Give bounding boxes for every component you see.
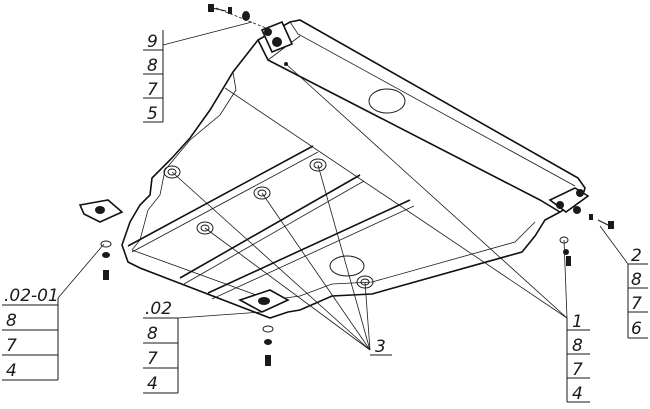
leader-1c <box>563 239 568 319</box>
boss-2 <box>253 186 271 200</box>
callout-7-right: 7 <box>631 294 642 314</box>
leader-02-01 <box>57 243 105 299</box>
bolt-bottom <box>265 355 271 366</box>
fasteners-lower-right <box>559 236 571 266</box>
bracket-right-bolt-1 <box>576 189 584 197</box>
left-bend <box>131 71 237 251</box>
callout-1: 1 <box>572 312 583 332</box>
callout-stack-top-left: 9 8 7 5 <box>143 30 164 124</box>
bolt-lr <box>566 256 571 266</box>
boss-4 <box>196 221 214 235</box>
callout-7-br: 7 <box>572 360 583 380</box>
callout-6: 6 <box>631 319 642 339</box>
callout-8-br: 8 <box>572 336 583 356</box>
bracket-top <box>260 20 294 66</box>
bracket-bottom-bolt <box>258 297 270 305</box>
bracket-right-washer <box>573 206 581 214</box>
rib-3-edge <box>211 205 415 300</box>
bracket-top-bolt <box>272 37 282 47</box>
callout-center: 3 <box>370 337 392 357</box>
fasteners-right <box>589 214 614 229</box>
washer-bottom-1 <box>262 325 274 333</box>
callout-9: 9 <box>147 32 158 52</box>
stiffening-ribs <box>127 145 415 300</box>
leader-3b <box>261 192 371 351</box>
front-flange <box>257 39 561 213</box>
callout-8-mid: 8 <box>147 324 158 344</box>
fasteners-bottom <box>262 325 274 366</box>
callout-stack-left: .02-01 8 7 4 <box>2 286 59 381</box>
leader-9 <box>162 21 253 46</box>
leader-3a <box>171 171 371 351</box>
fasteners-top <box>208 4 267 29</box>
bolt-right-head <box>608 221 614 229</box>
leader-02 <box>177 311 263 319</box>
washer-top-1 <box>228 7 232 14</box>
callout-stack-middle-left: .02 8 7 4 <box>143 299 179 394</box>
rib-2 <box>179 174 361 279</box>
callout-stack-bottom-right: 1 8 7 4 <box>566 312 590 404</box>
rib-3 <box>207 199 411 294</box>
skid-plate <box>121 19 586 319</box>
callout-stack-right: 2 8 7 6 <box>627 246 648 339</box>
callout-4-mid: 4 <box>147 374 158 394</box>
bolt-top-axis <box>215 7 267 29</box>
bolt-top-shank <box>211 7 227 12</box>
callout-8-right: 8 <box>631 270 642 290</box>
bracket-left <box>78 199 124 223</box>
bracket-left-bolt <box>95 206 105 214</box>
bracket-top-nut <box>264 28 272 36</box>
callout-7-left: 7 <box>6 336 17 356</box>
rib-1 <box>127 145 314 247</box>
rib-2-edge <box>183 180 365 285</box>
boss-2-hole <box>257 189 267 197</box>
opening-upper <box>368 88 406 114</box>
nut-left <box>102 252 110 258</box>
leader-3d <box>204 227 371 351</box>
mounting-bosses <box>163 158 374 289</box>
leader-3c <box>317 164 371 351</box>
leader-1a <box>285 63 568 319</box>
washer-right-1 <box>589 214 593 220</box>
bolt-top-head <box>208 4 214 12</box>
nut-lr <box>563 249 569 255</box>
bolt-left <box>103 270 109 280</box>
rib-1-edge <box>131 151 319 253</box>
callout-8: 8 <box>147 56 158 76</box>
boss-4-hole <box>200 224 210 232</box>
boss-3-hole <box>313 161 323 169</box>
fasteners-left <box>100 240 112 280</box>
washer-left-1 <box>100 240 112 248</box>
callout-02: .02 <box>145 299 172 319</box>
boss-1 <box>163 165 181 179</box>
leader-lines <box>57 21 629 351</box>
callout-02-01: .02-01 <box>4 286 59 306</box>
nut-bottom <box>264 339 272 345</box>
callout-4-left: 4 <box>6 361 17 381</box>
callout-2: 2 <box>631 246 642 266</box>
callout-3: 3 <box>375 337 386 357</box>
callout-5: 5 <box>147 104 158 124</box>
bracket-bottom <box>238 289 290 313</box>
leader-3e <box>364 281 371 351</box>
washer-top-2 <box>242 11 250 21</box>
bracket-right <box>548 187 590 214</box>
leader-1b <box>224 87 568 319</box>
callout-7-mid: 7 <box>147 349 158 369</box>
opening-lower <box>329 255 365 277</box>
callout-7: 7 <box>147 80 158 100</box>
leader-2 <box>599 225 629 265</box>
plate-outline <box>121 19 586 319</box>
front-flange-inner <box>289 21 576 187</box>
bracket-right-bolt-2 <box>556 201 564 209</box>
boss-1-hole <box>167 168 177 176</box>
boss-3 <box>309 158 327 172</box>
callout-4-br: 4 <box>572 384 583 404</box>
callout-8-left: 8 <box>6 311 17 331</box>
boss-5 <box>356 275 374 289</box>
